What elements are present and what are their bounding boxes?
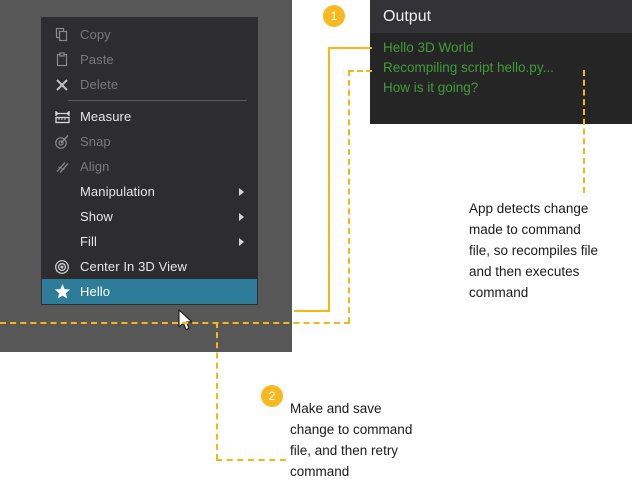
- align-icon: [48, 156, 76, 178]
- callout-2-dashed-segment: [348, 70, 350, 323]
- menu-item-center-in-3d-view[interactable]: Center In 3D View: [42, 254, 257, 279]
- callout-1-line-segment: [328, 47, 330, 312]
- output-line: How is it going?: [383, 80, 479, 95]
- menu-item-label: Delete: [80, 77, 119, 92]
- no-icon: [48, 181, 76, 203]
- callout-2-dashed-segment: [216, 322, 218, 460]
- output-panel: Output Hello 3D World Recompiling script…: [370, 0, 632, 124]
- chevron-right-icon: [239, 237, 244, 246]
- no-icon: [48, 231, 76, 253]
- menu-item-label: Center In 3D View: [80, 259, 187, 274]
- output-panel-header: Output: [370, 0, 632, 33]
- delete-x-icon: [48, 74, 76, 96]
- callout-1-dashed-segment: [583, 70, 585, 193]
- copy-icon: [48, 24, 76, 46]
- callout-1-line-segment: [294, 310, 330, 312]
- menu-item-label: Fill: [80, 234, 98, 249]
- chevron-right-icon: [239, 212, 244, 221]
- output-line: Recompiling script hello.py...: [383, 60, 554, 75]
- chevron-right-icon: [239, 187, 244, 196]
- callout-badge-1: 1: [323, 5, 345, 27]
- no-icon: [48, 206, 76, 228]
- callout-2-dashed-segment: [0, 322, 350, 324]
- menu-separator: [68, 100, 247, 101]
- callout-badge-2: 2: [261, 385, 283, 407]
- callout-1-text: App detects change made to command file,…: [469, 201, 599, 300]
- menu-item-show[interactable]: Show: [42, 204, 257, 229]
- snap-icon: [48, 131, 76, 153]
- menu-item-label: Snap: [80, 134, 111, 149]
- context-menu[interactable]: Copy Paste Delete Measure: [42, 18, 257, 304]
- center-target-icon: [48, 256, 76, 278]
- menu-item-label: Show: [80, 209, 113, 224]
- output-panel-title: Output: [383, 7, 432, 25]
- menu-item-copy[interactable]: Copy: [42, 22, 257, 47]
- callout-2-dashed-segment: [348, 70, 372, 72]
- menu-item-paste[interactable]: Paste: [42, 47, 257, 72]
- callout-1-line-segment: [328, 47, 372, 49]
- menu-item-label: Align: [80, 159, 110, 174]
- callout-2-dashed-segment: [216, 459, 286, 461]
- callout-2-text: Make and save change to command file, an…: [290, 401, 413, 479]
- menu-item-label: Hello: [80, 284, 111, 299]
- output-line: Hello 3D World: [383, 40, 474, 55]
- menu-item-label: Paste: [80, 52, 114, 67]
- measure-icon: [48, 106, 76, 128]
- menu-item-label: Copy: [80, 27, 111, 42]
- menu-item-snap[interactable]: Snap: [42, 129, 257, 154]
- menu-item-label: Measure: [80, 109, 132, 124]
- menu-item-fill[interactable]: Fill: [42, 229, 257, 254]
- menu-item-label: Manipulation: [80, 184, 155, 199]
- menu-item-align[interactable]: Align: [42, 154, 257, 179]
- menu-item-hello[interactable]: Hello: [42, 279, 257, 304]
- paste-icon: [48, 49, 76, 71]
- output-panel-body: Hello 3D World Recompiling script hello.…: [370, 33, 632, 98]
- menu-item-delete[interactable]: Delete: [42, 72, 257, 97]
- star-icon: [48, 281, 76, 303]
- menu-item-measure[interactable]: Measure: [42, 104, 257, 129]
- menu-item-manipulation[interactable]: Manipulation: [42, 179, 257, 204]
